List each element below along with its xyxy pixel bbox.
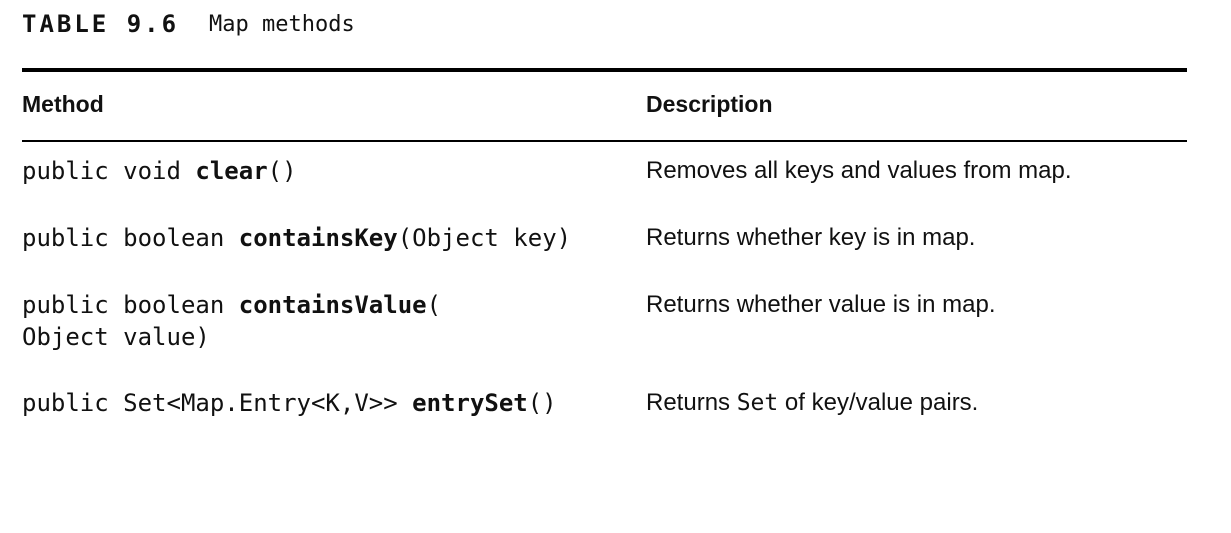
method-name: clear bbox=[195, 157, 268, 185]
description-text: Removes all keys and values from map. bbox=[646, 157, 1072, 184]
description-text: Returns whether value is in map. bbox=[646, 291, 996, 318]
method-signature: public void clear() bbox=[22, 155, 632, 187]
method-suffix: () bbox=[527, 389, 557, 417]
method-signature: public boolean containsKey(Object key) bbox=[22, 222, 632, 254]
method-suffix: (Object key) bbox=[397, 224, 572, 252]
method-prefix: public Set<Map.Entry<K,V>> bbox=[22, 389, 413, 417]
table-number: TABLE 9.6 bbox=[22, 10, 180, 38]
method-description: Returns whether value is in map. bbox=[646, 289, 1186, 321]
description-text-end: of key/value pairs. bbox=[778, 389, 979, 416]
table-header-rule bbox=[22, 140, 1187, 142]
description-text: Returns bbox=[646, 389, 737, 416]
method-description: Removes all keys and values from map. bbox=[646, 155, 1186, 187]
method-suffix: ( bbox=[426, 291, 442, 319]
column-header-description: Description bbox=[646, 91, 773, 117]
description-text: Returns whether key is in map. bbox=[646, 224, 976, 251]
method-suffix: () bbox=[267, 157, 297, 185]
table-top-rule bbox=[22, 68, 1187, 72]
method-continuation: Object value) bbox=[22, 323, 210, 351]
method-prefix: public boolean bbox=[22, 224, 239, 252]
method-prefix: public boolean bbox=[22, 291, 239, 319]
method-name: containsValue bbox=[238, 291, 427, 319]
method-description: Returns Set of key/value pairs. bbox=[646, 387, 1186, 419]
description-code: Set bbox=[736, 390, 779, 416]
column-header-method: Method bbox=[22, 91, 104, 117]
table-title: Map methods bbox=[209, 11, 355, 37]
table-caption: TABLE 9.6 Map methods bbox=[22, 6, 355, 42]
method-signature: public boolean containsValue( Object val… bbox=[22, 289, 632, 353]
method-signature: public Set<Map.Entry<K,V>> entrySet() bbox=[22, 387, 632, 419]
method-name: entrySet bbox=[412, 389, 528, 417]
method-name: containsKey bbox=[238, 224, 398, 252]
method-description: Returns whether key is in map. bbox=[646, 222, 1186, 254]
method-prefix: public void bbox=[22, 157, 196, 185]
